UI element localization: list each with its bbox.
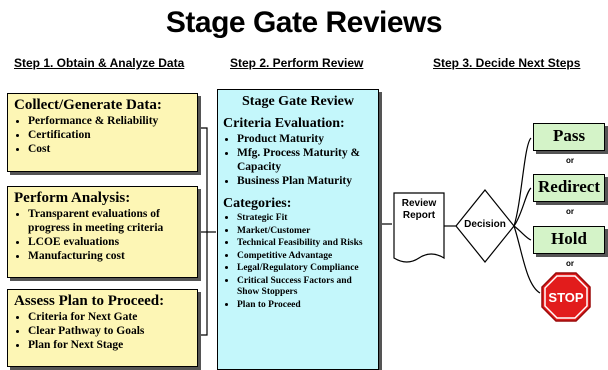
decision-label: Decision bbox=[464, 219, 506, 230]
or-label: or bbox=[566, 156, 574, 165]
review-report-shape bbox=[393, 192, 445, 263]
review-report-label: Review Report bbox=[394, 198, 444, 222]
list-item: Competitive Advantage bbox=[237, 250, 373, 263]
or-label: or bbox=[566, 259, 574, 268]
list-item: Strategic Fit bbox=[237, 212, 373, 225]
collect-heading: Collect/Generate Data: bbox=[14, 97, 162, 113]
collect-list: Performance & Reliability Certification … bbox=[14, 114, 191, 156]
analysis-list: Transparent evaluations of progress in m… bbox=[14, 207, 191, 263]
list-item: Plan for Next Stage bbox=[28, 338, 191, 352]
redirect-box: Redirect bbox=[533, 174, 605, 202]
step2-label: Step 2. Perform Review bbox=[230, 56, 364, 70]
assess-plan-box: Assess Plan to Proceed: Criteria for Nex… bbox=[7, 289, 198, 367]
list-item: LCOE evaluations bbox=[28, 235, 191, 249]
criteria-list: Product Maturity Mfg. Process Maturity &… bbox=[223, 132, 373, 188]
list-item: Criteria for Next Gate bbox=[28, 310, 191, 324]
list-item: Critical Success Factors and Show Stoppe… bbox=[237, 275, 373, 299]
list-item: Mfg. Process Maturity & Capacity bbox=[237, 146, 373, 174]
list-item: Business Plan Maturity bbox=[237, 174, 373, 188]
assess-list: Criteria for Next Gate Clear Pathway to … bbox=[14, 310, 191, 352]
stop-octagon-shape bbox=[541, 272, 591, 322]
hold-box: Hold bbox=[533, 226, 605, 254]
list-item: Performance & Reliability bbox=[28, 114, 191, 128]
pass-box: Pass bbox=[533, 123, 605, 151]
report-line1: Review bbox=[401, 198, 437, 209]
categories-heading: Categories: bbox=[223, 196, 292, 211]
perform-analysis-box: Perform Analysis: Transparent evaluation… bbox=[7, 186, 198, 278]
or-label: or bbox=[566, 207, 574, 216]
list-item: Plan to Proceed bbox=[237, 299, 373, 312]
step3-label: Step 3. Decide Next Steps bbox=[433, 56, 581, 70]
list-item: Legal/Regulatory Compliance bbox=[237, 262, 373, 275]
list-item: Clear Pathway to Goals bbox=[28, 324, 191, 338]
report-line2: Report bbox=[402, 210, 436, 221]
criteria-heading: Criteria Evaluation: bbox=[223, 116, 345, 131]
stage-gate-review-box: Stage Gate Review Criteria Evaluation: P… bbox=[217, 89, 379, 370]
collect-data-box: Collect/Generate Data: Performance & Rel… bbox=[7, 93, 198, 172]
list-item: Manufacturing cost bbox=[28, 249, 191, 263]
decision-diamond-shape bbox=[455, 189, 515, 263]
review-title: Stage Gate Review bbox=[242, 94, 354, 109]
list-item: Certification bbox=[28, 128, 191, 142]
list-item: Technical Feasibility and Risks bbox=[237, 237, 373, 250]
step1-label: Step 1. Obtain & Analyze Data bbox=[14, 56, 185, 70]
analysis-heading: Perform Analysis: bbox=[14, 190, 131, 206]
page-title: Stage Gate Reviews bbox=[165, 6, 443, 39]
list-item: Market/Customer bbox=[237, 225, 373, 238]
categories-list: Strategic Fit Market/Customer Technical … bbox=[223, 212, 373, 311]
stop-sign: STOP bbox=[548, 290, 584, 305]
list-item: Cost bbox=[28, 142, 191, 156]
list-item: Product Maturity bbox=[237, 132, 373, 146]
list-item: Transparent evaluations of progress in m… bbox=[28, 207, 191, 235]
assess-heading: Assess Plan to Proceed: bbox=[14, 293, 165, 309]
